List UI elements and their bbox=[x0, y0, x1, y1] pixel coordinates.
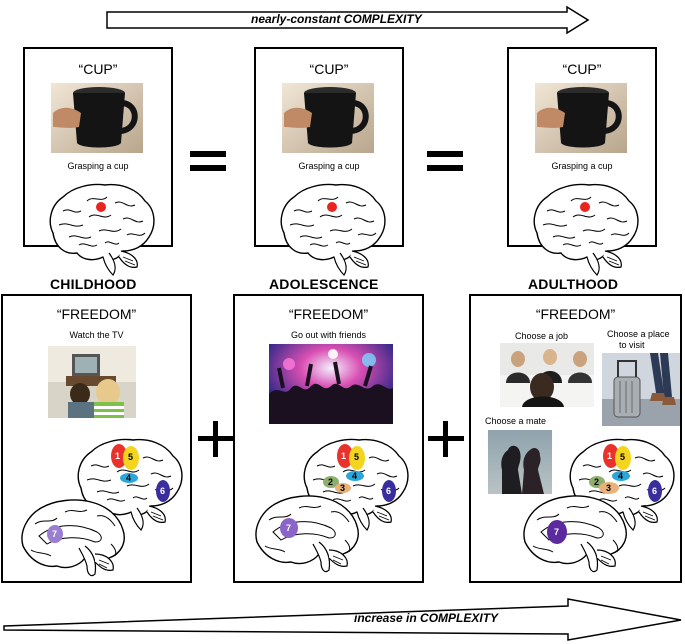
tv-photo bbox=[48, 346, 136, 418]
region-7-label: 7 bbox=[52, 529, 57, 539]
cup-activation-dot bbox=[580, 202, 590, 212]
region-6-label: 6 bbox=[160, 486, 165, 496]
brain-medial-illustration: 7 bbox=[255, 495, 359, 573]
region-1-label: 1 bbox=[607, 451, 612, 461]
cup-panel-title: “CUP” bbox=[562, 61, 602, 77]
region-6-label: 6 bbox=[386, 486, 391, 496]
cup-panel-adolescence: “CUP” Grasping a cup bbox=[254, 47, 404, 276]
region-3-label: 3 bbox=[340, 483, 345, 493]
freedom-panel-adulthood: “FREEDOM” Choose a job Choose a place to… bbox=[469, 294, 682, 583]
region-6-marker bbox=[382, 480, 396, 502]
freedom-panel-title: “FREEDOM” bbox=[535, 306, 616, 322]
top-complexity-arrow: nearly-constant COMPLEXITY bbox=[105, 6, 590, 34]
region-5-label: 5 bbox=[620, 452, 625, 462]
region-1-marker bbox=[111, 444, 127, 468]
cup-panel-childhood: “CUP” Grasping a cup bbox=[23, 47, 173, 276]
freedom-panel-childhood: “FREEDOM” Watch the TV 1 5 4 6 7 bbox=[1, 294, 192, 583]
region-4-marker bbox=[120, 473, 138, 483]
job-interview-photo bbox=[500, 343, 594, 407]
brain-lateral-illustration bbox=[280, 183, 386, 276]
region-4-label: 4 bbox=[618, 471, 623, 481]
couple-photo bbox=[488, 430, 552, 494]
cup-photo bbox=[51, 83, 143, 153]
bottom-complexity-arrow: increase in COMPLEXITY bbox=[2, 596, 683, 642]
region-2-label: 2 bbox=[328, 477, 333, 487]
region-5-marker bbox=[123, 446, 139, 470]
equals-sign-top bbox=[190, 151, 226, 157]
region-5-label: 5 bbox=[354, 452, 359, 462]
cup-caption: Grasping a cup bbox=[551, 161, 613, 171]
region-3-marker bbox=[335, 483, 351, 493]
bottom-arrow-label: increase in COMPLEXITY bbox=[354, 611, 499, 625]
freedom-panel-title: “FREEDOM” bbox=[288, 306, 369, 322]
cup-activation-dot bbox=[96, 202, 106, 212]
brain-lateral-illustration: 1 5 4 2 3 6 bbox=[303, 438, 409, 531]
region-3-marker bbox=[599, 482, 619, 494]
region-7-marker bbox=[280, 518, 298, 538]
region-5-marker bbox=[349, 446, 365, 470]
brain-lateral-illustration bbox=[533, 183, 639, 276]
freedom-caption-friends: Go out with friends bbox=[290, 330, 367, 340]
equals-sign-bottom bbox=[190, 165, 226, 171]
cup-panel-adulthood: “CUP” Grasping a cup bbox=[507, 47, 657, 276]
freedom-caption-tv: Watch the TV bbox=[69, 330, 124, 340]
region-4-marker bbox=[346, 471, 364, 481]
region-7-marker bbox=[47, 525, 63, 543]
region-2-marker bbox=[323, 476, 339, 488]
cup-panel-title: “CUP” bbox=[309, 61, 349, 77]
cup-photo bbox=[535, 83, 627, 153]
freedom-caption-place-line1: Choose a place bbox=[607, 329, 670, 339]
equals-sign-bottom bbox=[427, 165, 463, 171]
region-5-label: 5 bbox=[128, 452, 133, 462]
stage-label-adolescence: ADOLESCENCE bbox=[269, 276, 379, 292]
region-6-label: 6 bbox=[652, 486, 657, 496]
brain-medial-illustration: 7 bbox=[21, 499, 125, 577]
region-4-marker bbox=[612, 471, 630, 481]
cup-caption: Grasping a cup bbox=[67, 161, 129, 171]
equals-sign-top bbox=[427, 151, 463, 157]
region-2-label: 2 bbox=[594, 477, 599, 487]
region-7-marker bbox=[547, 520, 567, 544]
plus-sign-vertical bbox=[443, 421, 448, 457]
freedom-panel-adolescence: “FREEDOM” Go out with friends 1 5 4 2 3 … bbox=[233, 294, 424, 583]
region-1-marker bbox=[337, 444, 353, 468]
region-1-label: 1 bbox=[341, 451, 346, 461]
region-7-label: 7 bbox=[554, 527, 559, 537]
plus-sign-vertical bbox=[213, 421, 218, 457]
freedom-caption-mate: Choose a mate bbox=[485, 416, 547, 426]
region-3-label: 3 bbox=[606, 483, 611, 493]
brain-lateral-illustration: 1 5 4 6 bbox=[77, 438, 183, 531]
brain-lateral-illustration bbox=[49, 183, 155, 276]
region-1-label: 1 bbox=[115, 451, 120, 461]
cup-activation-dot bbox=[327, 202, 337, 212]
region-5-marker bbox=[615, 446, 631, 470]
cup-panel-title: “CUP” bbox=[78, 61, 118, 77]
freedom-panel-title: “FREEDOM” bbox=[56, 306, 137, 322]
region-4-label: 4 bbox=[352, 471, 357, 481]
freedom-caption-place-line2: to visit bbox=[619, 340, 645, 350]
brain-medial-illustration: 7 bbox=[523, 495, 627, 573]
travel-photo bbox=[602, 353, 680, 426]
cup-caption: Grasping a cup bbox=[298, 161, 360, 171]
cup-photo bbox=[282, 83, 374, 153]
region-1-marker bbox=[603, 444, 619, 468]
stage-label-childhood: CHILDHOOD bbox=[50, 276, 137, 292]
region-6-marker bbox=[156, 480, 170, 502]
stage-label-adulthood: ADULTHOOD bbox=[528, 276, 619, 292]
brain-lateral-illustration: 1 5 4 2 3 6 bbox=[569, 438, 675, 531]
region-4-label: 4 bbox=[126, 473, 131, 483]
region-7-label: 7 bbox=[286, 523, 291, 533]
region-6-marker bbox=[648, 480, 662, 502]
top-arrow-label: nearly-constant COMPLEXITY bbox=[251, 12, 422, 26]
party-photo bbox=[269, 344, 393, 424]
freedom-caption-job: Choose a job bbox=[515, 331, 569, 341]
